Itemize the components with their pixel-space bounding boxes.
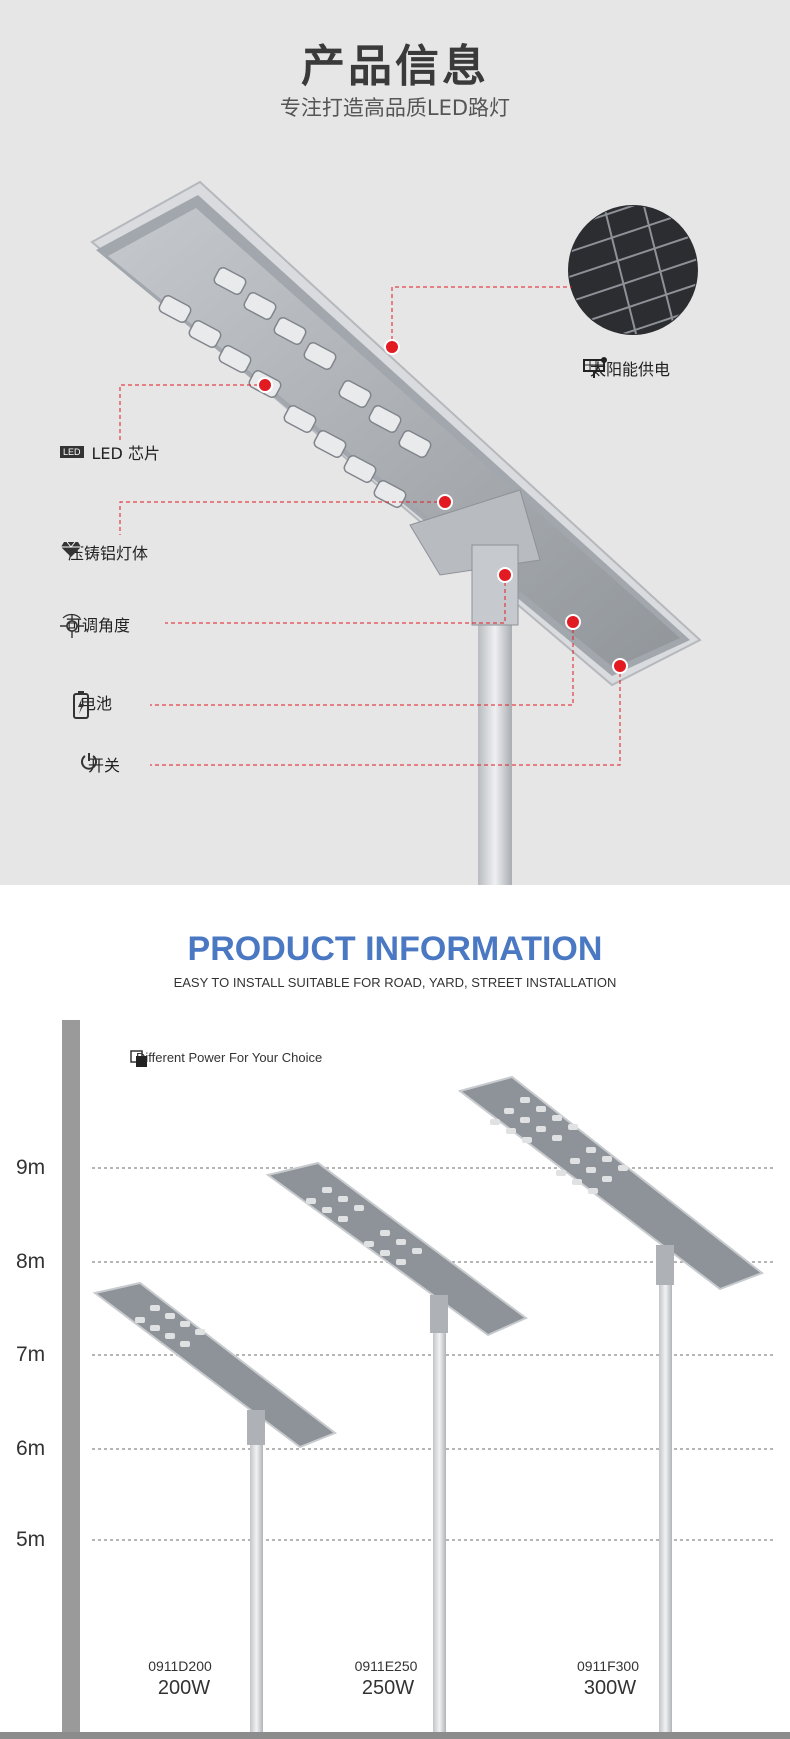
info-subtitle: EASY TO INSTALL SUITABLE FOR ROAD, YARD,… bbox=[173, 975, 617, 990]
height-label-6m: 6m bbox=[16, 1437, 46, 1460]
model-code-250w: 0911E250 bbox=[354, 1658, 418, 1674]
lamp-200w bbox=[92, 1281, 338, 1732]
street-light-illustration bbox=[90, 180, 702, 885]
model-power-250w: 250W bbox=[361, 1677, 415, 1699]
model-code-200w: 0911D200 bbox=[148, 1658, 212, 1674]
power-choice-label: Different Power For Your Choice bbox=[136, 1050, 323, 1065]
lamp-250w bbox=[265, 1161, 528, 1732]
page-subtitle: 专注打造高品质LED路灯 bbox=[279, 96, 511, 120]
feature-die-cast-body: 压铸铝灯体 bbox=[60, 540, 148, 564]
feature-solar-label: 太阳能供电 bbox=[590, 360, 671, 379]
feature-battery: 电池 bbox=[72, 690, 112, 719]
model-power-200w: 200W bbox=[157, 1677, 211, 1699]
lamp-body bbox=[90, 180, 702, 687]
power-choice-note: Different Power For Your Choice bbox=[130, 1050, 323, 1067]
product-information-section: PRODUCT INFORMATION EASY TO INSTALL SUIT… bbox=[0, 885, 790, 1739]
led-chips bbox=[158, 267, 432, 508]
height-label-8m: 8m bbox=[16, 1250, 46, 1273]
height-comparison-illustration bbox=[0, 1020, 790, 1739]
product-info-section: 产品信息 专注打造高品质LED路灯 bbox=[0, 0, 790, 885]
feature-led-chip-label: LED 芯片 bbox=[91, 444, 160, 463]
info-title: PRODUCT INFORMATION bbox=[187, 930, 603, 968]
solar-panel-closeup bbox=[568, 205, 698, 335]
feature-solar: 太阳能供电 bbox=[582, 356, 670, 380]
model-power-300w: 300W bbox=[583, 1677, 637, 1699]
feature-body-label: 压铸铝灯体 bbox=[68, 544, 149, 563]
page-title: 产品信息 bbox=[301, 41, 489, 92]
ground-line bbox=[0, 1732, 790, 1739]
model-code-300w: 0911F300 bbox=[576, 1658, 639, 1674]
feature-adjustable-angle: 可调角度 bbox=[58, 612, 131, 638]
feature-switch: 开关 bbox=[80, 752, 120, 776]
height-label-5m: 5m bbox=[16, 1528, 46, 1551]
height-label-9m: 9m bbox=[16, 1156, 46, 1179]
callout-lines bbox=[119, 286, 621, 766]
lamp-300w bbox=[457, 1075, 765, 1732]
height-label-7m: 7m bbox=[16, 1343, 46, 1366]
light-pole bbox=[478, 620, 512, 885]
height-scale-bar bbox=[62, 1020, 80, 1739]
feature-led-chip: LED LED 芯片 bbox=[60, 440, 160, 464]
callout-markers bbox=[257, 339, 628, 674]
feature-adjustable-label: 可调角度 bbox=[66, 616, 131, 635]
led-badge-icon: LED bbox=[60, 446, 84, 458]
